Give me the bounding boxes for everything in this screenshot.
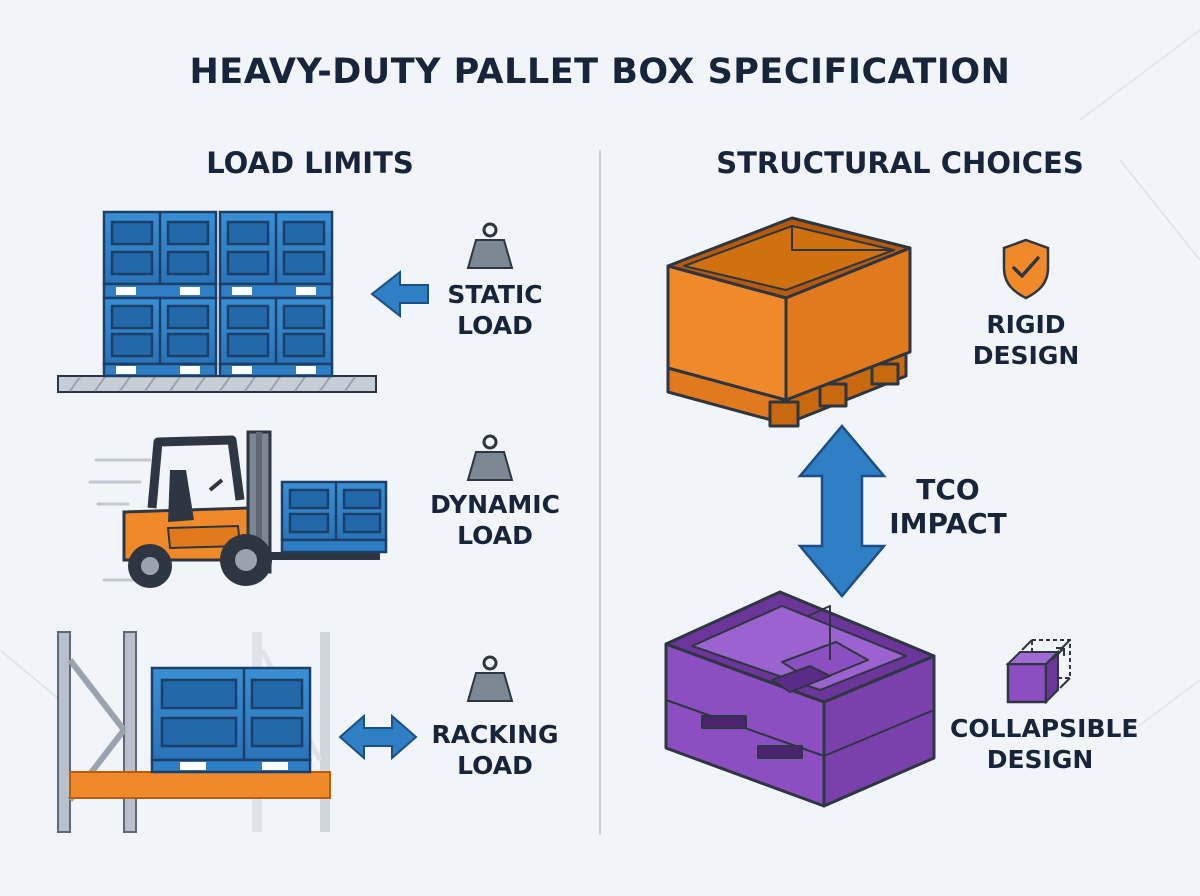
page-title: HEAVY-DUTY PALLET BOX SPECIFICATION (189, 52, 1011, 92)
dynamic-load-line2: LOAD (457, 521, 533, 550)
shield-check-icon (1002, 238, 1050, 300)
structural-choices-heading: STRUCTURAL CHOICES (716, 146, 1084, 180)
weight-icon (466, 222, 514, 269)
collapsible-design-label: COLLAPSIBLE DESIGN (950, 713, 1139, 775)
static-load-line1: STATIC (447, 280, 543, 309)
collapsible-design-line1: COLLAPSIBLE (950, 714, 1139, 743)
dynamic-load-line1: DYNAMIC (430, 490, 560, 519)
tco-impact-line1: TCO (916, 473, 980, 506)
weight-icon (466, 655, 514, 702)
static-load-line2: LOAD (457, 311, 533, 340)
collapsible-box-illustration (664, 590, 936, 808)
static-arrow-icon (370, 269, 429, 319)
tco-impact-line2: IMPACT (889, 507, 1007, 540)
forklift-illustration (88, 430, 388, 588)
racking-arrow-icon (338, 713, 418, 761)
static-load-crates (57, 210, 377, 393)
rigid-design-line2: DESIGN (972, 341, 1080, 370)
tco-arrow-icon (797, 424, 887, 598)
background-lines (0, 29, 1200, 741)
racking-load-line1: RACKING (431, 720, 559, 749)
tco-impact-label: TCO IMPACT (886, 473, 1010, 541)
dynamic-load-label: DYNAMIC LOAD (420, 489, 570, 551)
collapse-box-icon (1005, 639, 1071, 705)
rigid-design-label: RIGID DESIGN (966, 309, 1086, 371)
rigid-box-illustration (666, 216, 912, 428)
collapsible-design-line2: DESIGN (986, 745, 1094, 774)
static-load-label: STATIC LOAD (430, 279, 560, 341)
racking-load-line2: LOAD (457, 751, 533, 780)
racking-illustration (57, 631, 331, 833)
weight-icon (466, 434, 514, 481)
rigid-design-line1: RIGID (986, 310, 1066, 339)
racking-load-label: RACKING LOAD (420, 719, 570, 781)
load-limits-heading: LOAD LIMITS (206, 146, 414, 180)
